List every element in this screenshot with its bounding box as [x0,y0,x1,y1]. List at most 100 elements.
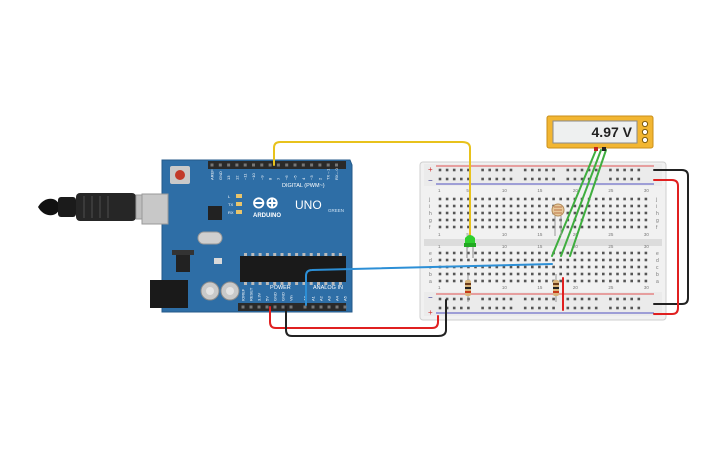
column-number: 1 [438,232,441,237]
multimeter-display [552,120,638,144]
analog-label: ANALOG IN [313,285,343,291]
power-pin-label: GND [281,292,286,301]
column-number: 5 [466,232,469,237]
row-letter: a [656,279,659,285]
column-number: 25 [608,188,614,193]
photoresistor[interactable] [551,203,565,236]
onboard-leds: L TX RX [228,194,242,215]
arduino-logo-icon: ⊖⊕ [252,195,279,212]
power-pin-label: RESET [249,287,254,301]
column-number: 25 [608,232,614,237]
power-pin-label: A3 [327,295,332,301]
arduino-variant: GREEN [328,208,344,213]
rail-minus-bottom: − [428,293,433,302]
column-number: 15 [537,244,543,249]
digital-pin-label: 12 [234,175,239,180]
row-letter: g [429,218,432,224]
row-letter: d [429,258,432,264]
digital-pin-label: GND [218,171,223,180]
wire-red-rail-jumper[interactable] [653,179,679,315]
column-number: 15 [537,285,543,290]
resistor-1[interactable] [465,274,471,302]
column-number: 15 [537,232,543,237]
row-letter: a [429,279,432,285]
probe-terminal-negative[interactable] [602,147,606,151]
digital-pin-label: ~5 [293,175,298,180]
crystal [197,231,223,245]
reset-button-cap[interactable] [175,170,185,180]
power-label: POWER [270,285,291,291]
column-number: 20 [573,232,579,237]
wire-black-rail-jumper[interactable] [653,169,689,305]
wires[interactable] [269,141,689,337]
column-number: 25 [608,285,614,290]
wire-yellow[interactable] [273,141,471,239]
multimeter-reading: 4.97 V [592,124,633,140]
probe-wire-1[interactable] [551,149,597,257]
row-letter: i [429,204,430,210]
probe-terminal-positive[interactable] [594,147,598,151]
wire-black-gnd[interactable] [285,299,447,337]
digital-pin-label: 7 [276,177,281,180]
digital-pin-label: 8 [268,177,273,180]
arduino-model: UNO [295,198,322,212]
row-letter: d [656,258,659,264]
digital-pin-label: AREF [210,169,215,180]
meter-dial-1[interactable] [641,120,649,128]
wire-blue[interactable] [305,263,553,306]
digital-header-label: DIGITAL (PWM~) [282,183,325,189]
usb-chip [208,206,222,220]
digital-pin-label: TX→1 [326,168,331,180]
arduino-brand: ARDUINO [253,213,281,219]
onboard-led [236,210,242,214]
row-letter: b [656,272,659,278]
digital-pin-label: ~11 [243,173,248,180]
row-letter: i [656,204,657,210]
probe-wire-2[interactable] [560,149,602,257]
power-jack [150,280,188,308]
onboard-led-label: TX [228,202,233,207]
column-number: 1 [438,244,441,249]
row-letter: j [428,197,430,203]
probe-wire-3[interactable] [569,149,607,257]
breadboard-holes[interactable] [438,168,648,310]
power-pin-label: 3.3V [257,292,262,301]
row-letter: h [656,211,659,217]
onboard-led [236,194,242,198]
column-number: 10 [502,285,508,290]
onboard-led [236,202,242,206]
digital-pin-label: RX←0 [334,167,339,180]
resistor-2[interactable] [553,274,559,302]
row-letter: c [656,265,659,271]
usb-port [141,193,169,225]
row-letter: e [656,251,659,257]
power-pin-label: Vin [289,295,294,301]
column-number: 20 [573,188,579,193]
row-letter: f [656,225,658,231]
digital-pin-label: ~3 [309,175,314,180]
digital-pin-label: ~10 [251,172,256,180]
row-letter: b [429,272,432,278]
row-letter: h [429,211,432,217]
column-number: 1 [438,285,441,290]
led-green[interactable] [464,235,476,258]
column-number: 30 [644,188,650,193]
breadboard-column-numbers: 1111555510101010151515152020202025252525… [438,188,649,290]
digital-pin-label: 4 [301,177,306,180]
onboard-led-label: RX [228,210,234,215]
power-pin-label: A4 [335,295,340,301]
column-number: 30 [644,285,650,290]
power-pin-label: A2 [319,295,324,301]
rail-plus-top: + [428,165,433,174]
wire-red-5v[interactable] [269,306,439,329]
multimeter[interactable]: 4.97 V [546,115,654,151]
meter-dial-3[interactable] [641,136,649,144]
column-number: 20 [573,244,579,249]
meter-dial-2[interactable] [641,128,649,136]
onboard-led-label: L [228,194,231,199]
column-number: 10 [502,188,508,193]
